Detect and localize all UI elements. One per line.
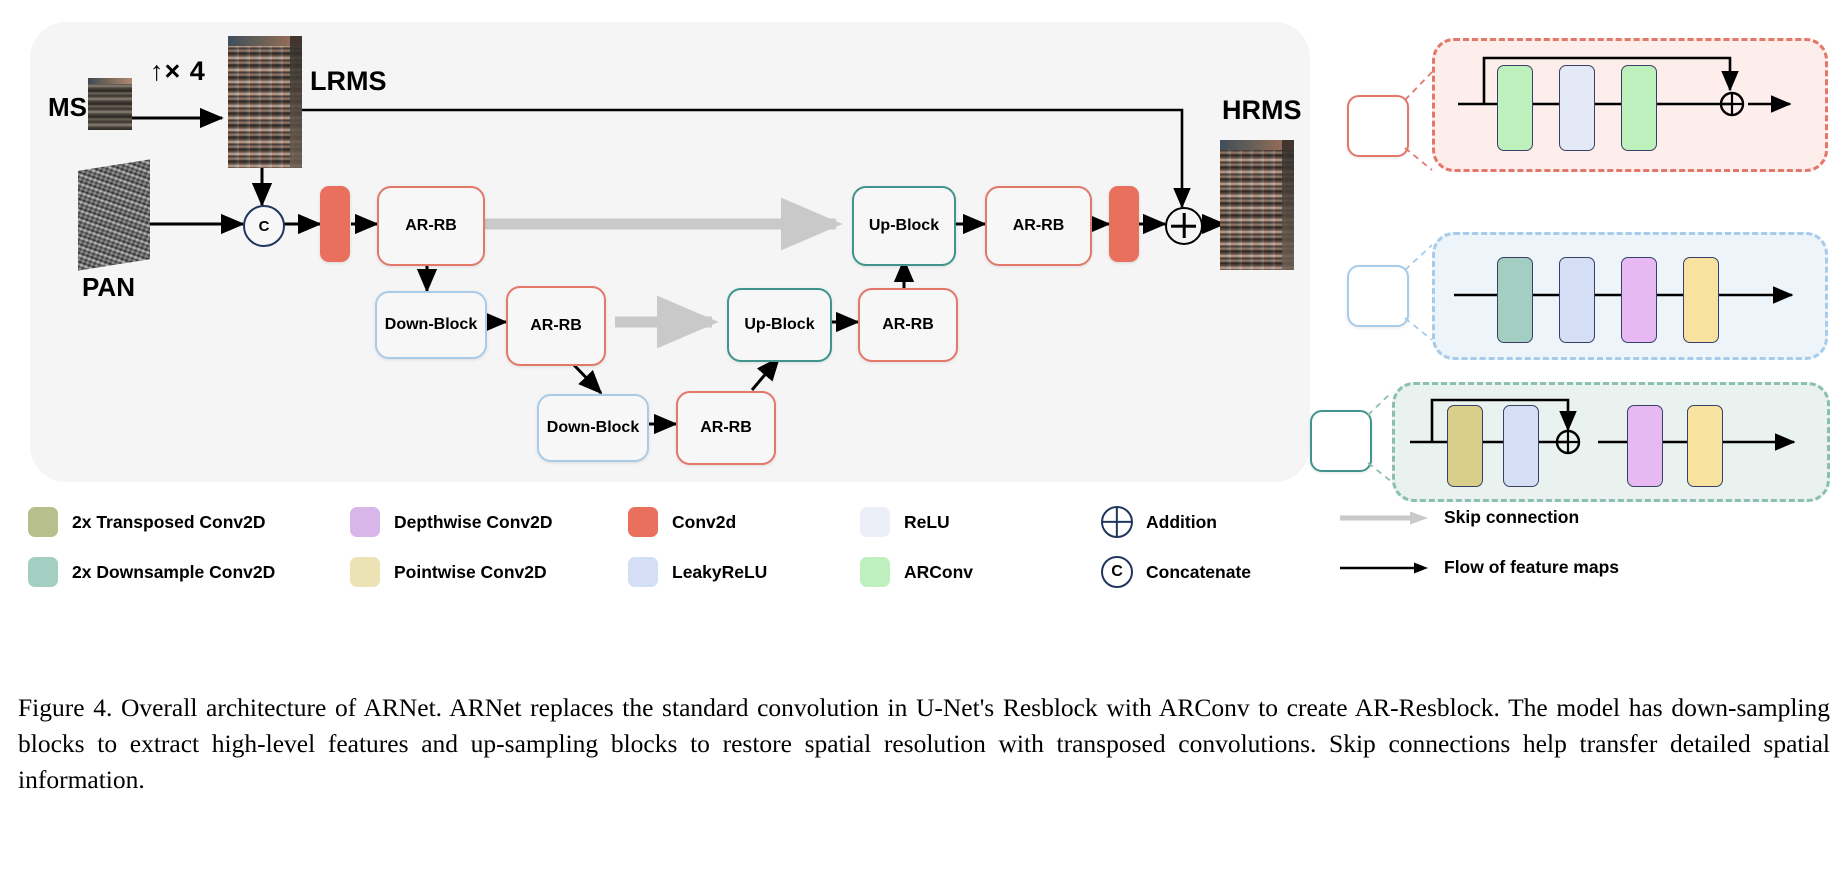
legend-item-11: Flow of feature maps	[1338, 557, 1619, 578]
block-arrb-level0[interactable]: AR-RB	[377, 186, 485, 266]
stage-depthwise-conv	[1621, 257, 1657, 343]
legend-label: Conv2d	[672, 511, 737, 532]
conv2d-output-block[interactable]	[1109, 186, 1139, 262]
swatch-icon	[860, 507, 890, 537]
legend-item-0: 2x Transposed Conv2D	[28, 507, 266, 537]
downblock-internal-edges	[1454, 286, 1794, 304]
legend-item-8: LeakyReLU	[628, 557, 767, 587]
legend-label: Addition	[1146, 511, 1217, 532]
circle-plus-icon	[1100, 505, 1134, 539]
legend-item-1: Depthwise Conv2D	[350, 507, 553, 537]
arrb-minibox[interactable]	[1347, 95, 1409, 157]
upsample-label: ↑× 4	[150, 56, 206, 86]
down-block-minibox[interactable]	[1347, 265, 1409, 327]
swatch-icon	[28, 557, 58, 587]
hrms-thumbnail	[1220, 140, 1294, 270]
legend-label: Pointwise Conv2D	[394, 561, 547, 582]
legend-label: Depthwise Conv2D	[394, 511, 553, 532]
block-up-level1[interactable]: Up-Block	[727, 288, 832, 362]
legend-item-10: C Concatenate	[1100, 555, 1251, 589]
stage-leakyrelu	[1503, 405, 1539, 487]
legend-item-3: ReLU	[860, 507, 950, 537]
swatch-icon	[860, 557, 890, 587]
swatch-icon	[350, 557, 380, 587]
detail-card-down-block	[1432, 232, 1828, 360]
legend-label: LeakyReLU	[672, 561, 768, 582]
legend-label: 2x Transposed Conv2D	[72, 511, 266, 532]
skip-arrow-icon	[1340, 511, 1428, 524]
stage-transposed-conv	[1447, 405, 1483, 487]
block-up-level0[interactable]: Up-Block	[852, 186, 956, 266]
legend-item-2: Conv2d	[628, 507, 736, 537]
lrms-label: LRMS	[310, 66, 387, 96]
stage-depthwise-conv	[1627, 405, 1663, 487]
stage-downsample-conv	[1497, 257, 1533, 343]
legend-item-5: Skip connection	[1338, 507, 1579, 528]
legend: 2x Transposed Conv2D Depthwise Conv2D Co…	[28, 495, 1828, 605]
stage-arconv-2	[1621, 65, 1657, 151]
stage-arconv-1	[1497, 65, 1533, 151]
stage-leakyrelu	[1559, 257, 1595, 343]
swatch-icon	[628, 557, 658, 587]
block-down-level1[interactable]: Down-Block	[375, 291, 487, 359]
plus-icon-h	[1171, 224, 1196, 228]
block-down-level2[interactable]: Down-Block	[537, 394, 649, 462]
circle-c-icon: C	[1100, 555, 1134, 589]
stage-pointwise-conv	[1683, 257, 1719, 343]
concatenate-node[interactable]: C	[243, 205, 285, 247]
block-arrb-up1[interactable]: AR-RB	[858, 288, 958, 362]
concatenate-glyph: C	[258, 217, 270, 235]
block-arrb-level1[interactable]: AR-RB	[506, 286, 606, 366]
legend-label: Flow of feature maps	[1444, 557, 1620, 577]
ms-thumbnail	[88, 78, 132, 130]
ms-label: MS	[48, 92, 87, 122]
block-arrb-level2[interactable]: AR-RB	[676, 391, 776, 465]
legend-item-7: Pointwise Conv2D	[350, 557, 547, 587]
swatch-icon	[628, 507, 658, 537]
legend-label: Skip connection	[1444, 507, 1580, 527]
up-block-minibox[interactable]	[1310, 410, 1372, 472]
legend-label: ReLU	[904, 511, 950, 532]
block-arrb-output[interactable]: AR-RB	[985, 186, 1092, 266]
legend-item-9: ARConv	[860, 557, 973, 587]
legend-label: ARConv	[904, 561, 974, 582]
hrms-label: HRMS	[1222, 95, 1302, 125]
legend-label: Concatenate	[1146, 561, 1252, 582]
addition-node[interactable]	[1165, 207, 1203, 245]
swatch-icon	[28, 507, 58, 537]
detail-card-ar-resblock	[1432, 38, 1828, 172]
legend-item-4: Addition	[1100, 505, 1217, 539]
pan-thumbnail	[78, 159, 150, 271]
upblock-internal-edges	[1410, 398, 1796, 455]
stage-leakyrelu	[1559, 65, 1595, 151]
flow-arrow-icon	[1340, 562, 1428, 573]
swatch-icon	[350, 507, 380, 537]
legend-item-6: 2x Downsample Conv2D	[28, 557, 275, 587]
conv2d-input-block[interactable]	[320, 186, 350, 262]
legend-label: 2x Downsample Conv2D	[72, 561, 276, 582]
detail-card-up-block	[1392, 382, 1830, 502]
figure-caption: Figure 4. Overall architecture of ARNet.…	[18, 693, 1830, 795]
pan-label: PAN	[82, 272, 135, 302]
lrms-thumbnail	[228, 36, 302, 168]
stage-pointwise-conv	[1687, 405, 1723, 487]
